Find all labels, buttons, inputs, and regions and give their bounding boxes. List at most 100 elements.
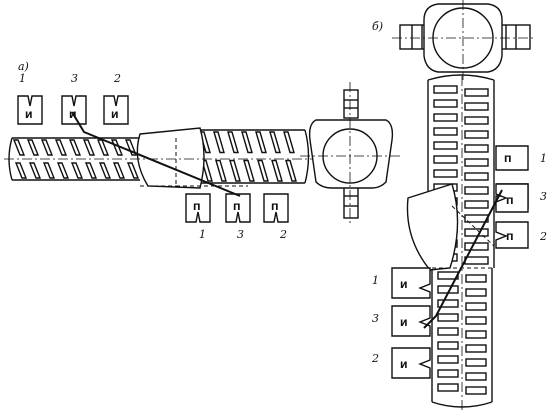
- bar-rib: [98, 162, 112, 179]
- electrode-letter: П: [506, 233, 514, 243]
- bar-rib: [437, 341, 459, 350]
- electrode-letter: П: [233, 203, 241, 213]
- electrode-b-right-1: П 1: [495, 145, 547, 171]
- bar-rib: [464, 130, 489, 139]
- bar-rib: [437, 369, 459, 378]
- electrode-letter: И: [111, 111, 119, 121]
- electrode-a-top-1: 1 И: [17, 72, 43, 125]
- electrode-letter: П: [193, 203, 201, 213]
- electrode-number: 3: [71, 72, 78, 85]
- bar-rib: [464, 200, 489, 209]
- bar-rib: [433, 113, 458, 122]
- bar-rib: [465, 288, 487, 297]
- bar-rib: [437, 299, 459, 308]
- electrode-b-left-1: 1 И: [372, 267, 431, 299]
- bar-rib: [229, 159, 241, 182]
- bar-a-left: [8, 137, 140, 181]
- electrode-number: 3: [237, 228, 244, 241]
- bar-rib: [56, 162, 70, 179]
- electrode-letter: И: [69, 111, 77, 121]
- weld-joint-a: [136, 127, 248, 189]
- bar-rib: [12, 139, 26, 156]
- electrodes-a-bottom: П 1 П 3 П 2: [185, 193, 289, 241]
- bar-rib: [112, 162, 126, 179]
- bar-rib: [215, 159, 227, 182]
- electrodes-b-right: П 1 П 3 П 2: [495, 145, 547, 249]
- panel-a-label: а): [18, 60, 29, 73]
- panel-b-top-section: [392, 0, 536, 80]
- bar-rib: [464, 214, 489, 223]
- electrode-number: 3: [372, 312, 379, 325]
- bar-rib: [465, 330, 487, 339]
- bar-rib: [28, 162, 42, 179]
- bar-a-right: [195, 129, 310, 184]
- bar-rib: [110, 139, 124, 156]
- bar-rib: [464, 144, 489, 153]
- bar-rib: [227, 131, 239, 154]
- electrode-b-right-3: П 3: [495, 183, 547, 213]
- electrode-number: 1: [19, 72, 26, 85]
- bar-rib: [433, 155, 458, 164]
- bar-rib: [464, 116, 489, 125]
- bar-rib: [126, 162, 140, 179]
- current-path-a: [71, 111, 241, 197]
- bar-rib: [465, 358, 487, 367]
- bar-rib: [269, 131, 281, 154]
- electrode-number: 1: [199, 228, 206, 241]
- electrode-letter: И: [25, 111, 33, 121]
- electrode-number: 2: [113, 72, 121, 85]
- bar-rib: [70, 162, 84, 179]
- bar-rib: [271, 159, 283, 182]
- bar-rib: [437, 313, 459, 322]
- electrode-number: 3: [540, 190, 547, 203]
- bar-rib: [464, 242, 489, 251]
- bar-rib: [213, 131, 225, 154]
- bar-rib: [465, 302, 487, 311]
- cross-section: [300, 82, 400, 226]
- electrode-b-left-2: 2 И: [371, 347, 431, 379]
- bar-rib: [433, 169, 458, 178]
- bar-rib: [464, 88, 489, 97]
- bar-rib: [437, 383, 459, 392]
- bar-rib: [96, 139, 110, 156]
- electrode-number: 1: [540, 152, 547, 165]
- bar-rib: [465, 316, 487, 325]
- panel-a: а) 1 И: [4, 60, 318, 241]
- bar-rib: [40, 139, 54, 156]
- bar-rib: [433, 85, 458, 94]
- bar-rib: [54, 139, 68, 156]
- electrode-number: 1: [372, 274, 379, 287]
- electrode-letter: П: [271, 203, 279, 213]
- section-rod-top: [343, 89, 359, 119]
- electrode-b-left-3: 3 И: [372, 305, 431, 337]
- bar-rib: [257, 159, 269, 182]
- bar-rib: [465, 372, 487, 381]
- bar-rib: [285, 159, 297, 182]
- electrode-number: 2: [279, 228, 287, 241]
- bar-rib: [437, 327, 459, 336]
- electrodes-b-left: 1 И 3 И 2 И: [371, 267, 431, 379]
- bar-rib: [437, 355, 459, 364]
- electrode-a-top-2: 2 И: [103, 72, 129, 125]
- section-weld: [308, 119, 394, 189]
- bar-rib: [433, 141, 458, 150]
- bar-rib: [84, 162, 98, 179]
- bar-rib: [283, 131, 295, 154]
- bar-rib: [433, 99, 458, 108]
- electrodes-a-top: 1 И 3 И 2 И: [17, 72, 129, 125]
- bar-rib: [241, 131, 253, 154]
- bar-rib: [243, 159, 255, 182]
- bar-rib: [14, 162, 28, 179]
- bar-rib: [255, 131, 267, 154]
- weld-joint-b: [406, 183, 495, 271]
- electrode-letter: И: [400, 281, 408, 291]
- electrode-a-bottom-3: П 3: [225, 193, 251, 241]
- bar-rib: [26, 139, 40, 156]
- electrode-number: 2: [371, 352, 379, 365]
- electrode-letter: И: [400, 361, 408, 371]
- electrode-b-right-2: П 2: [495, 221, 547, 249]
- bar-rib: [433, 127, 458, 136]
- bar-rib: [465, 274, 487, 283]
- electrode-a-bottom-2: П 2: [263, 193, 289, 241]
